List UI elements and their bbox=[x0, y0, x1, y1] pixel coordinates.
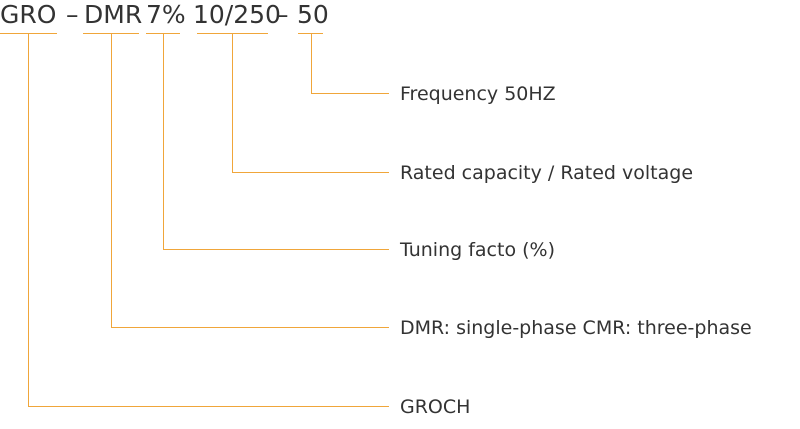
label-groch: GROCH bbox=[400, 396, 470, 418]
explanation-labels: Frequency 50HZ Rated capacity / Rated vo… bbox=[399, 83, 752, 418]
label-capacity: Rated capacity / Rated voltage bbox=[400, 162, 693, 184]
label-phase: DMR: single-phase CMR: three-phase bbox=[400, 317, 752, 339]
code-segment-frequency: 50 bbox=[297, 0, 329, 29]
code-dash: – bbox=[66, 0, 79, 29]
leader-phase bbox=[111, 33, 389, 328]
code-segment-phase: DMR bbox=[84, 0, 142, 29]
code-segment-capacity: 10/250 bbox=[193, 0, 281, 29]
leader-groch bbox=[28, 33, 389, 407]
label-tuning: Tuning facto (%) bbox=[399, 239, 555, 261]
leader-tuning bbox=[163, 33, 389, 250]
leader-frequency bbox=[311, 33, 389, 94]
leader-lines bbox=[28, 33, 389, 407]
code-dash: – bbox=[276, 0, 289, 29]
label-frequency: Frequency 50HZ bbox=[400, 83, 556, 105]
code-segment-tuning: 7% bbox=[146, 0, 186, 29]
leader-capacity bbox=[232, 33, 389, 173]
code-segment-groch: GRO bbox=[0, 0, 56, 29]
model-code: GRO – DMR 7% 10/250 – 50 bbox=[0, 0, 329, 29]
